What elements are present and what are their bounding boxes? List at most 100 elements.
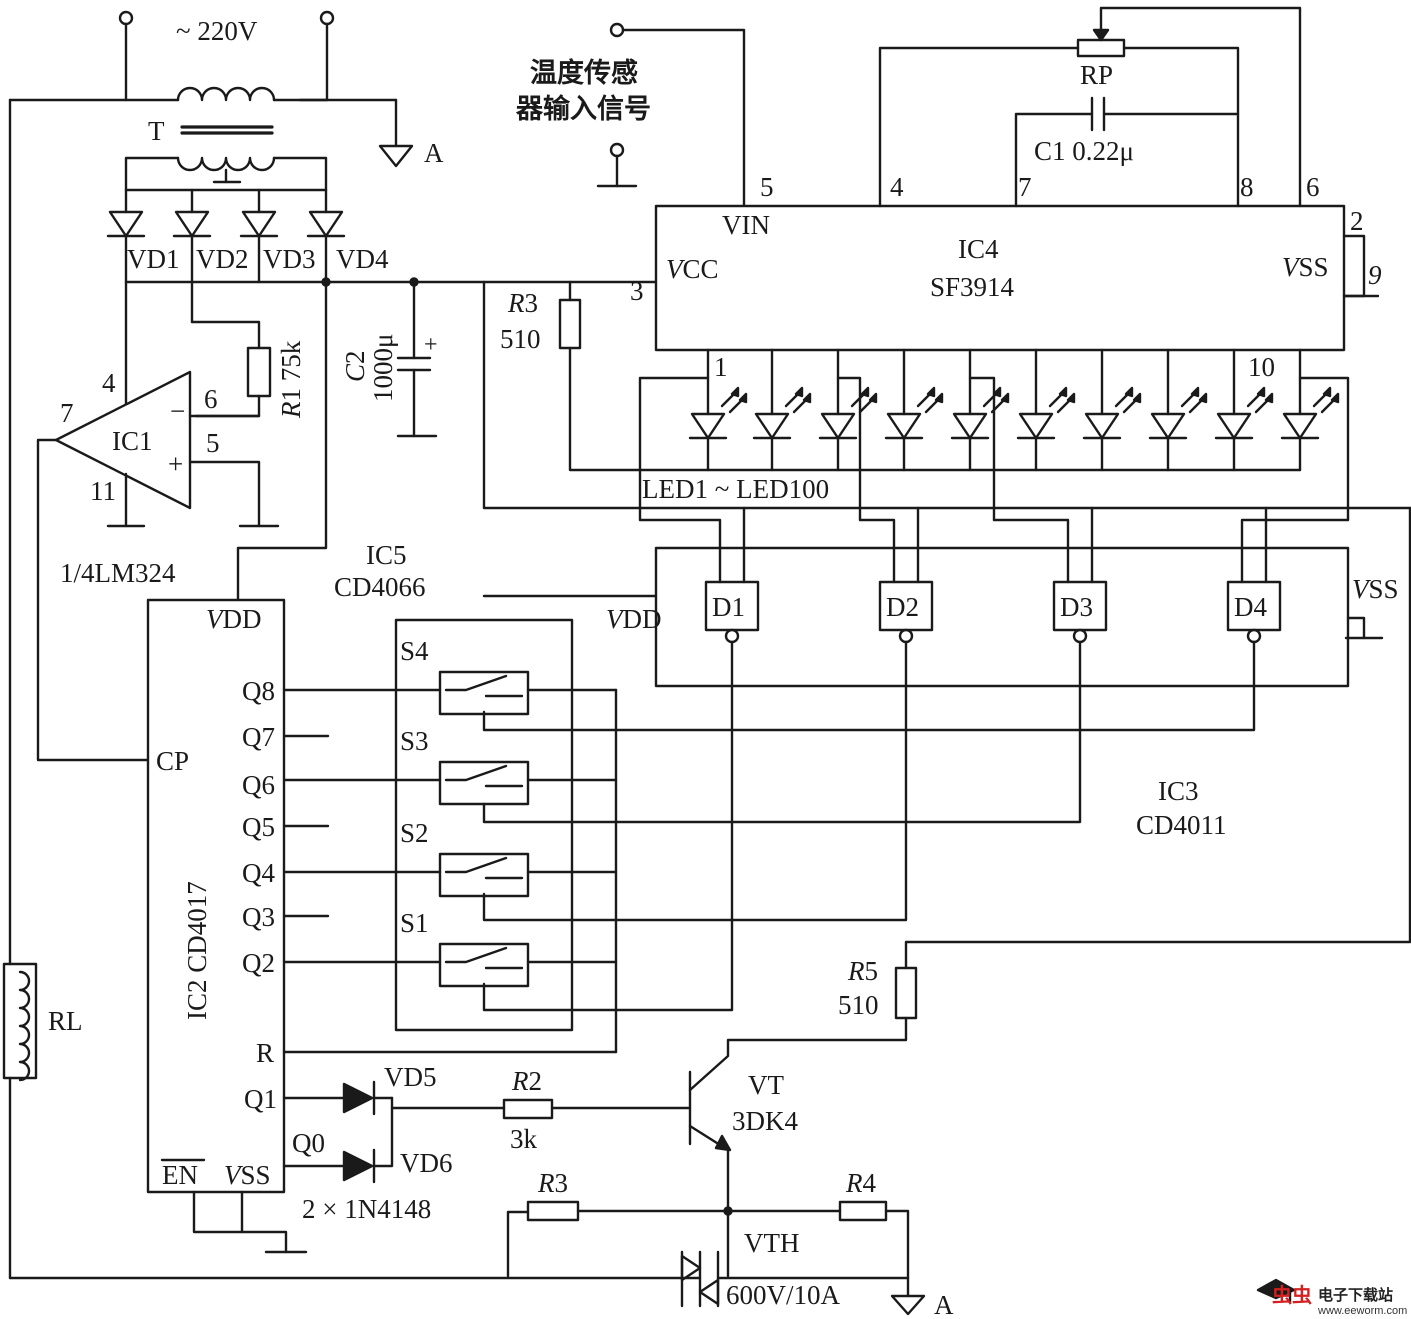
ic2-q1: Q1 [244, 1084, 277, 1114]
vd1-label: VD1 [127, 244, 180, 274]
ac-terminal-right [319, 10, 335, 26]
switch-label-s2: S2 [400, 818, 429, 848]
switch-s4: S4 [282, 636, 618, 716]
ground-a-label-top: A [424, 138, 444, 168]
diodes-vd5-vd6: VD5 VD6 2 × 1N4148 [282, 1062, 506, 1224]
switch-s2: S2 [282, 818, 618, 898]
ic4-pin4: 4 [890, 172, 904, 202]
r5-value: 510 [838, 990, 879, 1020]
led-5 [950, 348, 1010, 472]
ic3-vdd: VDD [606, 604, 662, 634]
vd2-label: VD2 [196, 244, 249, 274]
gate-output-route-2 [482, 640, 908, 922]
nand-gate-d4: D4 [1226, 506, 1350, 644]
gate-label-d1: D1 [712, 592, 745, 622]
ic2-reset: R [256, 1038, 274, 1068]
r5-label: R5 [847, 956, 878, 986]
diode-vd4 [306, 188, 346, 284]
transformer-primary [176, 86, 276, 102]
transistor-vt: VT 3DK4 [688, 1016, 908, 1278]
ic1-pin6: 6 [204, 384, 218, 414]
ic2-output-q7: Q7 [242, 722, 275, 752]
c1-label: C1 0.22μ [1034, 136, 1134, 166]
ic1-minus: − [170, 396, 185, 426]
diodes-part: 2 × 1N4148 [302, 1194, 431, 1224]
resistor-r2: R2 3k [502, 1066, 692, 1154]
resistor-r4 [838, 1200, 888, 1222]
ic2-vss: VSS [224, 1160, 271, 1190]
ic5-part: CD4066 [334, 572, 426, 602]
ic2-output-q4: Q4 [242, 858, 275, 888]
r4-label: R4 [845, 1168, 877, 1198]
led-9 [1214, 348, 1274, 472]
ic4-vss: VSS [1282, 252, 1329, 282]
vd6-label: VD6 [400, 1148, 453, 1178]
r2-label: R2 [511, 1066, 542, 1096]
rp-label: RP [1080, 60, 1113, 90]
ic4-pin1: 1 [714, 352, 728, 382]
diode-vd1 [106, 188, 146, 284]
r1-label: R1 75k [276, 340, 306, 419]
vth-rating: 600V/10A [726, 1280, 841, 1310]
rp-c1-network: RP C1 0.22μ [878, 6, 1302, 208]
ic4-part: SF3914 [930, 272, 1015, 302]
led-8 [1148, 348, 1208, 472]
ic2-vdd: VDD [206, 604, 262, 634]
power-input: ~ 220V [118, 10, 335, 102]
ic3-name: IC3 [1158, 776, 1199, 806]
vd3-label: VD3 [263, 244, 316, 274]
switch-label-s3: S3 [400, 726, 429, 756]
switch-label-s1: S1 [400, 908, 429, 938]
ic3-part: CD4011 [1136, 810, 1227, 840]
ic1-pin4: 4 [102, 368, 116, 398]
transformer-secondary [176, 156, 276, 172]
led-1 [688, 348, 748, 472]
ic1-label: IC1 [112, 426, 153, 456]
switch-label-s4: S4 [400, 636, 429, 666]
triac-section: R3 R4 VTH 600V/10A A [506, 1168, 954, 1319]
c2-value: 1000μ [368, 334, 398, 402]
ic4-sf3914: IC4 SF3914 VIN VCC VSS 5 4 7 8 6 2 9 3 1… [630, 172, 1382, 382]
load-rl: RL [2, 98, 702, 1280]
ic4-vin: VIN [722, 210, 770, 240]
ic2-output-q2: Q2 [242, 948, 275, 978]
opamp-ic1: IC1 − + 4 6 5 11 7 1/4LM324 [36, 280, 280, 762]
ic2-cp: CP [156, 746, 189, 776]
potentiometer-rp [1076, 38, 1126, 58]
transformer-label: T [148, 116, 165, 146]
ic4-pin2: 2 [1350, 206, 1364, 236]
nand-gate-d1: D1 [638, 506, 760, 644]
rl-label: RL [48, 1006, 83, 1036]
sensor-input: 温度传感 器输入信号 [515, 22, 746, 208]
led-7 [1082, 348, 1142, 472]
triac-vth [680, 1250, 910, 1308]
vd5-label: VD5 [384, 1062, 437, 1092]
ac-voltage-label: ~ 220V [176, 16, 258, 46]
led-tap-4 [1298, 376, 1350, 522]
c2-plus: + [424, 332, 438, 358]
r3-bottom-label: R3 [537, 1168, 568, 1198]
ic2-output-q6: Q6 [242, 770, 275, 800]
vd4-label: VD4 [336, 244, 389, 274]
led-tap-1 [638, 376, 710, 522]
resistor-r1: R1 75k [194, 340, 306, 419]
ic2-name: IC2 CD4017 [182, 881, 212, 1020]
led-3 [818, 348, 878, 472]
r3-top-value: 510 [500, 324, 541, 354]
led-4 [884, 348, 944, 472]
ic4-pin6: 6 [1306, 172, 1320, 202]
vt-label: VT [748, 1070, 784, 1100]
resistor-r3-top: R3 510 [500, 280, 1302, 472]
led-10 [1280, 348, 1340, 472]
vth-label: VTH [744, 1228, 800, 1258]
gate-output-route-3 [482, 640, 1082, 824]
ic2-en: EN [162, 1160, 198, 1190]
ic4-pin5: 5 [760, 172, 774, 202]
ic1-pin11: 11 [90, 476, 116, 506]
watermark-url: www.eeworm.com [1317, 1305, 1407, 1317]
